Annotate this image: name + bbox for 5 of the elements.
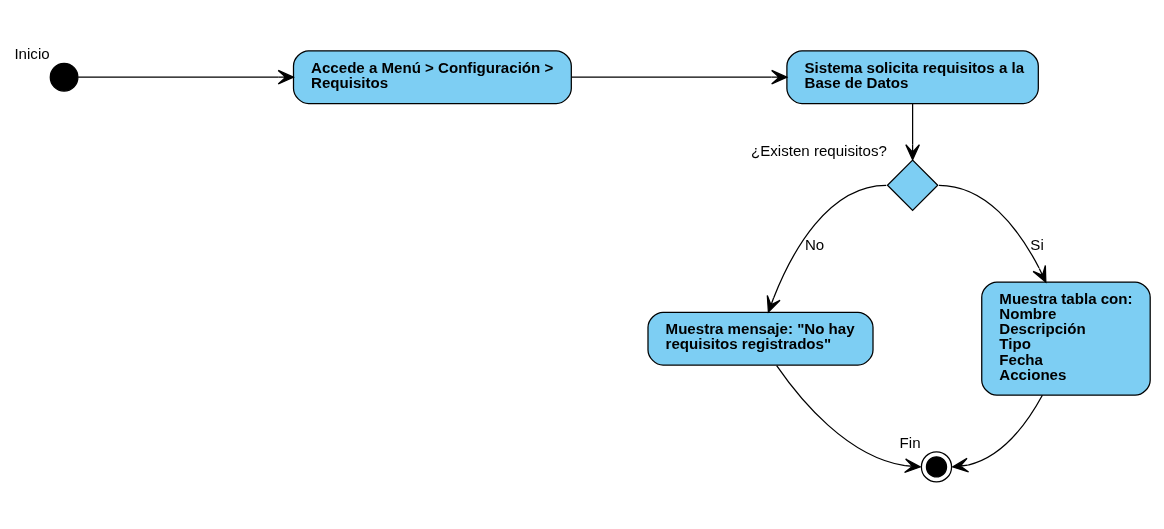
- edge-label: No: [804, 236, 825, 254]
- node-label: ¿Existen requisitos?: [751, 141, 887, 159]
- edge-label: Si: [1030, 236, 1044, 254]
- node-label: Fin: [899, 433, 921, 451]
- node-label: Inicio: [14, 45, 50, 63]
